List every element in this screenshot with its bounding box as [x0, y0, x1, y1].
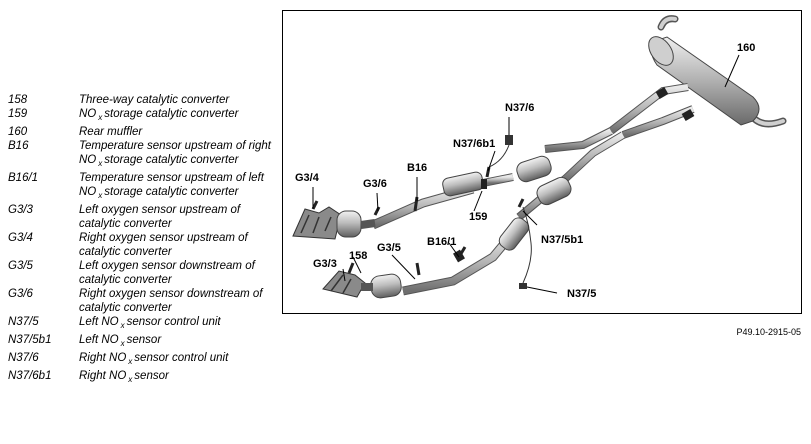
legend-row: G3/3 Left oxygen sensor upstream of catal… — [8, 203, 278, 231]
exhaust-system-figure: 160 N37/6 N37/6b1 B16 G3/4 G3/6 159 158 … — [282, 10, 802, 314]
three-way-catalytic-converters — [292, 206, 402, 299]
legend-desc: Right oxygen sensor downstream of cataly… — [79, 288, 263, 314]
figure-reference: P49.10-2915-05 — [736, 327, 801, 337]
right-bank — [371, 155, 552, 230]
leader-lines — [312, 54, 740, 294]
legend-code: B16 — [8, 140, 29, 152]
legend-code: G3/3 — [8, 204, 33, 216]
legend-desc: Left oxygen sensor downstream of catalyt… — [79, 260, 255, 286]
legend-row: G3/6 Right oxygen sensor downstream of ca… — [8, 287, 278, 315]
callout-n37-5: N37/5 — [567, 288, 596, 300]
callout-g3-6: G3/6 — [363, 178, 387, 190]
callout-g3-4: G3/4 — [295, 172, 320, 184]
legend-code: G3/5 — [8, 260, 33, 272]
legend-code: N37/5b1 — [8, 334, 52, 346]
legend-code: 159 — [8, 108, 28, 120]
legend-desc: Right oxygen sensor upstream of catalyti… — [79, 232, 248, 258]
legend-code: G3/4 — [8, 232, 33, 244]
legend-code: B16/1 — [8, 172, 39, 184]
x-pipe — [544, 127, 626, 182]
connecting-pipes — [608, 83, 695, 139]
nox-sensor-units — [488, 135, 532, 289]
legend-desc: Rear muffler — [79, 126, 143, 138]
callout-b16-1: B16/1 — [427, 236, 456, 248]
legend-row: B16/1 Temperature sensor upstream of left… — [8, 171, 278, 203]
legend-row: 158 Three-way catalytic converter — [8, 93, 278, 107]
left-bank — [402, 175, 572, 296]
callout-159: 159 — [469, 211, 487, 223]
legend-row: 160 Rear muffler — [8, 125, 278, 139]
legend-row: G3/5 Left oxygen sensor downstream of cat… — [8, 259, 278, 287]
legend-code: N37/6b1 — [8, 370, 52, 382]
callout-g3-3: G3/3 — [313, 258, 337, 270]
rear-muffler — [648, 15, 787, 128]
legend-row: B16 Temperature sensor upstream of right … — [8, 139, 278, 171]
legend-code: N37/5 — [8, 316, 39, 328]
callout-b16: B16 — [407, 162, 427, 174]
legend-desc: Three-way catalytic converter — [79, 94, 230, 106]
callout-160: 160 — [737, 42, 755, 54]
exhaust-system-drawing: 160 N37/6 N37/6b1 B16 G3/4 G3/6 159 158 … — [292, 15, 787, 300]
legend-code: G3/6 — [8, 288, 33, 300]
legend-code: 158 — [8, 94, 28, 106]
legend-desc: Left oxygen sensor upstream of catalytic… — [79, 204, 241, 230]
legend-code: 160 — [8, 126, 28, 138]
legend-row: G3/4 Right oxygen sensor upstream of cata… — [8, 231, 278, 259]
callout-n37-6b1: N37/6b1 — [453, 138, 495, 150]
legend-code: N37/6 — [8, 352, 39, 364]
callout-n37-6: N37/6 — [505, 102, 534, 114]
callout-g3-5: G3/5 — [377, 242, 401, 254]
callout-158: 158 — [349, 250, 367, 262]
callout-n37-5b1: N37/5b1 — [541, 234, 583, 246]
